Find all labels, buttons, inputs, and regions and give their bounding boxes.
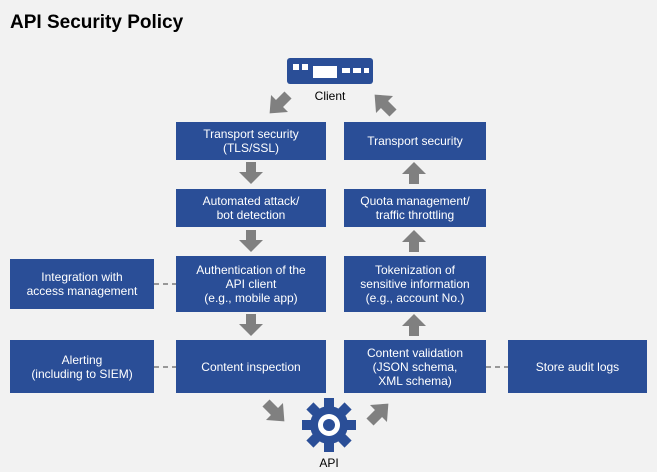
- content-inspection-box: Content inspection: [176, 340, 326, 393]
- arrow-right-to-client: [374, 94, 397, 117]
- store-audit-logs-box: Store audit logs: [508, 340, 647, 393]
- transport-security-box: Transport security: [344, 122, 486, 160]
- bot-detection-box: Automated attack/ bot detection: [176, 189, 326, 227]
- authentication-box: Authentication of the API client (e.g., …: [176, 256, 326, 312]
- quota-management-box: Quota management/ traffic throttling: [344, 189, 486, 227]
- arrow-left-to-api: [262, 399, 285, 422]
- arrow-down: [239, 162, 263, 184]
- api-label: API: [319, 456, 339, 470]
- arrow-up: [402, 314, 426, 336]
- arrow-client-to-left: [269, 91, 292, 114]
- arrow-down: [239, 230, 263, 252]
- arrow-up: [402, 230, 426, 252]
- page-title: API Security Policy: [10, 12, 184, 33]
- integration-access-management-box: Integration with access management: [10, 259, 154, 309]
- content-validation-box: Content validation (JSON schema, XML sch…: [344, 340, 486, 393]
- gear-icon: [302, 398, 356, 452]
- client-label: Client: [314, 89, 346, 103]
- transport-security-tls-box: Transport security (TLS/SSL): [176, 122, 326, 160]
- tokenization-box: Tokenization of sensitive information (e…: [344, 256, 486, 312]
- arrow-up: [402, 162, 426, 184]
- arrow-api-to-right: [366, 403, 389, 426]
- alerting-box: Alerting (including to SIEM): [10, 340, 154, 393]
- arrow-down: [239, 314, 263, 336]
- server-icon: [287, 58, 373, 84]
